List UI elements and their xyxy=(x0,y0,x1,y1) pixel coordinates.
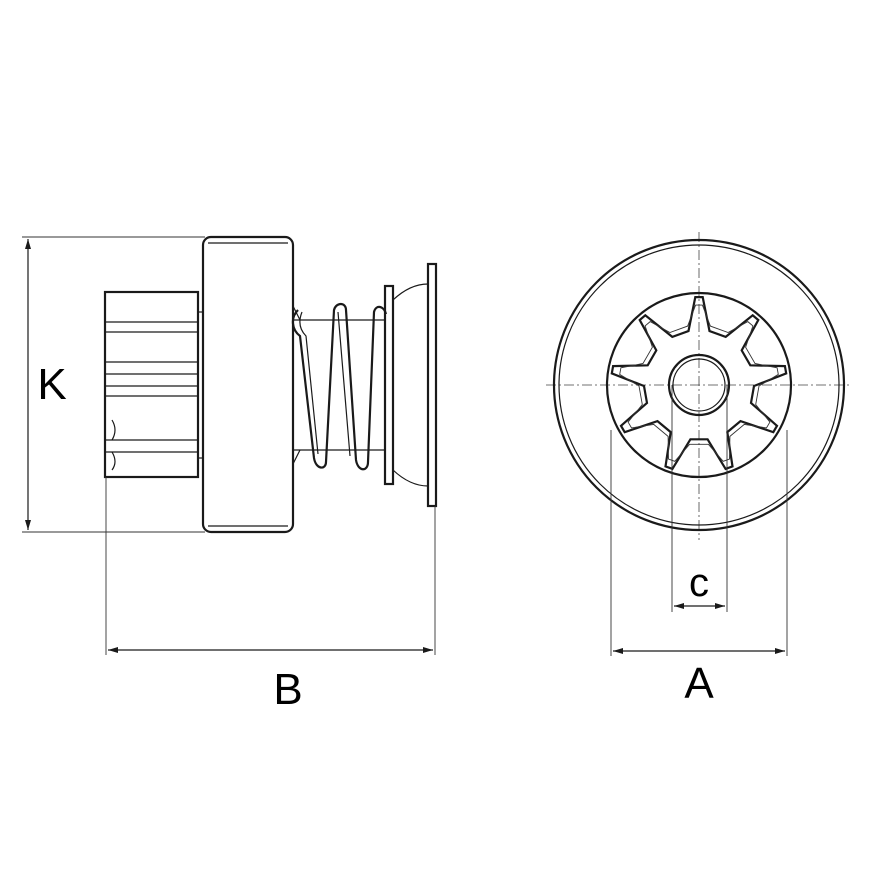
c-label: c xyxy=(689,561,709,605)
side-spring xyxy=(291,302,388,471)
outer-ring xyxy=(552,238,846,532)
pinion-outer-circle xyxy=(605,291,793,479)
pinion-gear xyxy=(610,296,788,471)
side-view xyxy=(22,235,438,655)
side-pinion xyxy=(103,290,203,479)
side-inner-flange xyxy=(383,284,395,486)
bore-outer xyxy=(667,353,731,417)
a-label: A xyxy=(684,659,714,708)
pinion-gear-inner xyxy=(619,304,779,462)
front-view xyxy=(546,232,852,656)
side-outer-flange xyxy=(426,262,438,508)
side-housing xyxy=(201,235,295,534)
bore-inner xyxy=(672,358,726,412)
outer-ring-inner-edge xyxy=(558,244,840,526)
b-label: B xyxy=(273,665,302,714)
k-label: K xyxy=(37,360,66,409)
